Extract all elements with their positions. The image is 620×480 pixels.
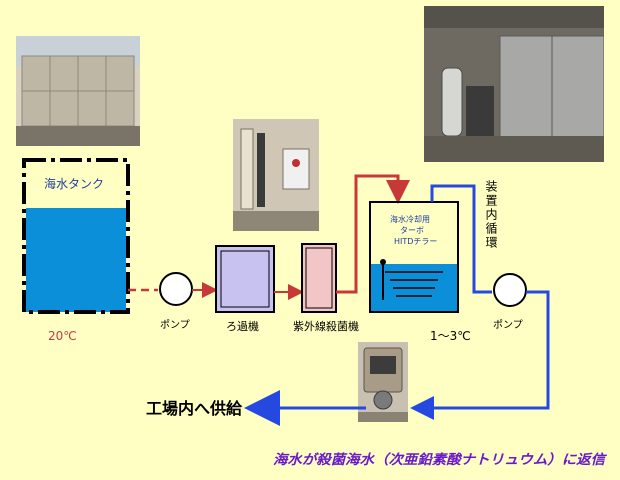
pump-1 — [159, 272, 193, 306]
filter-label: ろ過機 — [226, 319, 259, 333]
filter-unit — [215, 245, 275, 313]
chiller-label-line3: HITDチラー — [394, 237, 437, 246]
tank-label: 海水タンク — [44, 176, 104, 191]
chiller-label-line1: 海水冷却用 — [390, 214, 430, 224]
footer-note: 海水が殺菌海水（次亜鉛素酸ナトリュウム）に返信 — [273, 452, 608, 468]
chiller-label-line2: ターボ — [400, 226, 424, 235]
pipe-circulation — [430, 184, 492, 294]
tank-temp-label: 20℃ — [48, 329, 77, 343]
pipe-uv-to-chiller — [336, 174, 410, 294]
pump-photo — [358, 342, 408, 422]
chiller-tank — [369, 201, 459, 313]
sea-water-tank — [22, 158, 130, 314]
circulation-label: 装置内循環 — [484, 180, 498, 250]
equipment-photo — [233, 119, 319, 231]
chiller-room-photo — [424, 6, 604, 162]
tank-photo — [16, 36, 140, 146]
chiller-temp-label: 1～3℃ — [430, 329, 471, 343]
pump-2-label: ポンプ — [493, 319, 523, 331]
pipe-pump-to-supply — [410, 290, 550, 420]
uv-sterilizer-label: 紫外線殺菌機 — [293, 319, 359, 333]
supply-label: 工場内へ供給 — [146, 399, 243, 418]
pump-2 — [493, 273, 527, 307]
uv-sterilizer-unit — [301, 243, 337, 313]
pump-1-label: ポンプ — [160, 319, 190, 331]
